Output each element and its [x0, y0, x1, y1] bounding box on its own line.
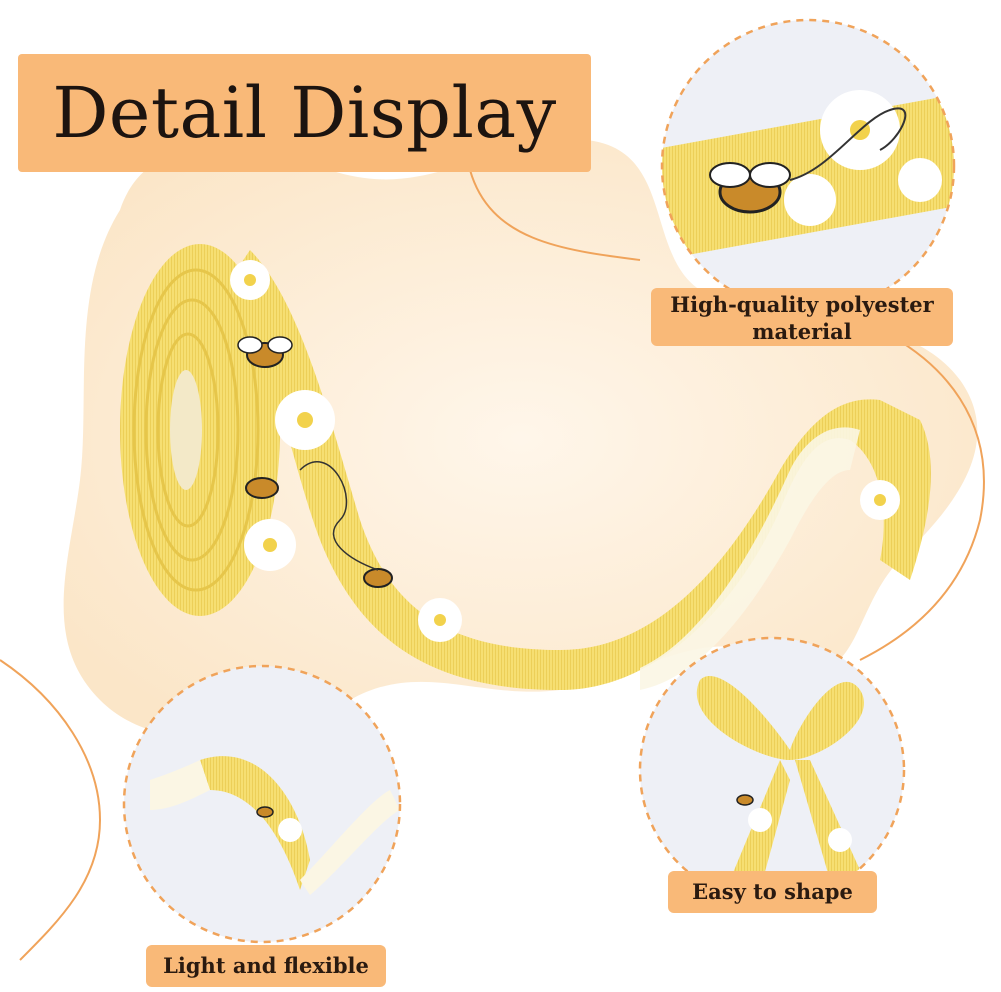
- feature-label-shape-text: Easy to shape: [692, 879, 853, 904]
- detail-circle-shape: [638, 636, 906, 904]
- bee-icon: [237, 336, 393, 588]
- feature-label-light: Light and flexible: [146, 945, 386, 987]
- daisy-icon: [230, 260, 900, 642]
- detail-circle-light: [122, 664, 402, 944]
- feature-label-shape: Easy to shape: [668, 871, 877, 913]
- feature-label-material: High-quality polyester material: [651, 288, 953, 346]
- feature-label-light-text: Light and flexible: [163, 953, 369, 978]
- ribbon-spool: [120, 244, 931, 690]
- page-title-text: Detail Display: [52, 72, 557, 154]
- page-title: Detail Display: [18, 54, 591, 172]
- feature-label-material-line2: material: [752, 319, 852, 344]
- outline-curve-left: [0, 659, 102, 961]
- detail-circle-material: [660, 18, 956, 314]
- bee-trail: [299, 461, 379, 571]
- feature-label-material-line1: High-quality polyester: [670, 292, 934, 317]
- outline-curve-right: [859, 329, 985, 661]
